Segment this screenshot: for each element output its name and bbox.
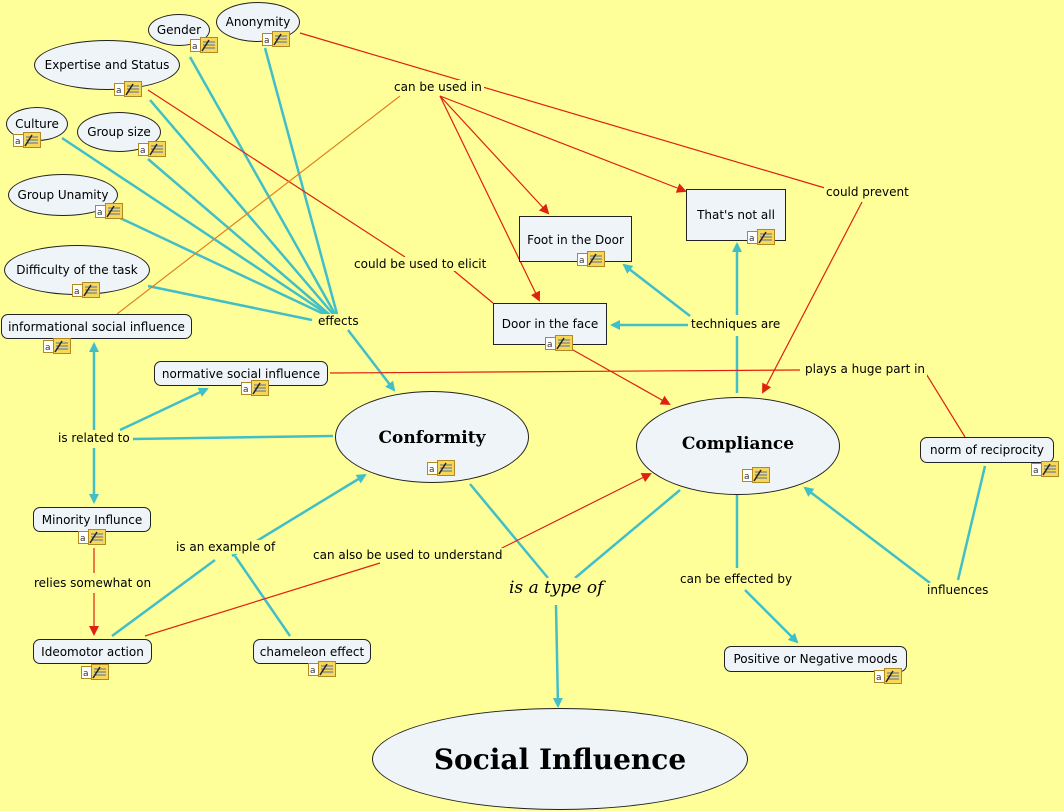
effects-links — [61, 47, 396, 392]
node-label: Culture — [15, 117, 59, 131]
note-icon[interactable]: a — [577, 251, 605, 268]
node-label: Group Unamity — [17, 188, 109, 202]
note-icon[interactable]: a — [78, 529, 106, 546]
svg-text:a: a — [429, 465, 435, 475]
link-label-techniques-are: techniques are — [689, 317, 783, 331]
svg-text:a: a — [83, 669, 89, 679]
note-icon[interactable]: a — [1031, 461, 1059, 478]
link-label-relies-somewhat-on: relies somewhat on — [32, 576, 154, 590]
svg-text:a: a — [97, 208, 103, 218]
node-label: Anonymity — [225, 15, 291, 29]
svg-text:a: a — [74, 287, 80, 297]
note-icon[interactable]: a — [13, 132, 41, 149]
link-label-can-be-effected-by: can be effected by — [678, 572, 795, 586]
svg-text:a: a — [579, 256, 585, 266]
node-label: Group size — [87, 125, 151, 139]
note-icon[interactable]: a — [747, 229, 775, 246]
node-informational-social-influence[interactable]: informational social influence — [1, 314, 192, 339]
note-icon[interactable]: a — [190, 37, 218, 54]
link-label-effects: effects — [316, 314, 361, 328]
svg-text:a: a — [243, 385, 249, 395]
node-label: Difficulty of the task — [16, 263, 138, 277]
note-icon[interactable]: a — [43, 338, 71, 355]
node-label: Door in the face — [501, 317, 599, 331]
svg-text:a: a — [310, 666, 316, 676]
node-foot-in-the-door[interactable]: Foot in the Door — [519, 216, 632, 262]
node-ideomotor-action[interactable]: Ideomotor action — [33, 639, 152, 664]
node-label: informational social influence — [8, 319, 185, 334]
link-label-could-be-used-to-elicit: could be used to elicit — [352, 257, 489, 271]
node-label: That's not all — [697, 208, 775, 222]
svg-text:a: a — [140, 146, 146, 156]
note-icon[interactable]: a — [308, 661, 336, 678]
note-icon[interactable]: a — [545, 335, 573, 352]
node-label: Expertise and Status — [44, 58, 170, 72]
note-icon[interactable]: a — [138, 141, 166, 158]
svg-text:a: a — [15, 137, 21, 147]
node-label: Gender — [156, 23, 202, 37]
link-label-is-related-to: is related to — [56, 431, 132, 445]
node-label: Minority Influnce — [41, 512, 143, 527]
node-gender[interactable]: Gender — [148, 14, 210, 46]
note-icon[interactable]: a — [114, 81, 142, 98]
node-anonymity[interactable]: Anonymity — [216, 2, 300, 42]
note-icon[interactable]: a — [72, 282, 100, 299]
link-label-can-be-used-in: can be used in — [392, 80, 484, 94]
node-label: Compliance — [681, 434, 795, 454]
link-label-could-prevent: could prevent — [824, 185, 911, 199]
node-label: Positive or Negative moods — [733, 652, 898, 666]
link-label-influences: influences — [925, 583, 991, 597]
node-label: Conformity — [378, 428, 486, 448]
svg-text:a: a — [1033, 466, 1039, 476]
node-chameleon-effect[interactable]: chameleon effect — [253, 639, 371, 664]
svg-text:a: a — [80, 534, 86, 544]
node-label: Ideomotor action — [41, 644, 144, 659]
node-difficulty-of-the-task[interactable]: Difficulty of the task — [4, 245, 150, 295]
node-label: Social Influence — [433, 742, 687, 776]
node-norm-of-reciprocity[interactable]: norm of reciprocity — [920, 437, 1054, 463]
node-normative-social-influence[interactable]: normative social influence — [154, 361, 328, 386]
node-minority-influnce[interactable]: Minority Influnce — [33, 507, 151, 532]
note-icon[interactable]: a — [742, 467, 770, 484]
note-icon[interactable]: a — [241, 380, 269, 397]
svg-text:a: a — [744, 472, 750, 482]
note-icon[interactable]: a — [427, 460, 455, 477]
note-icon[interactable]: a — [262, 31, 290, 48]
svg-text:a: a — [547, 340, 553, 350]
node-group-unamity[interactable]: Group Unamity — [8, 174, 118, 216]
node-label: Foot in the Door — [527, 233, 624, 247]
link-label-is-an-example-of: is an example of — [174, 540, 278, 554]
svg-text:a: a — [264, 36, 270, 46]
red-links — [89, 32, 966, 637]
link-label-plays-a-huge-part-in: plays a huge part in — [803, 362, 928, 376]
node-social-influence[interactable]: Social Influence — [372, 708, 748, 810]
link-label-is-a-type-of: is a type of — [507, 578, 606, 598]
node-expertise-and-status[interactable]: Expertise and Status — [34, 40, 180, 90]
svg-text:a: a — [749, 234, 755, 244]
node-compliance[interactable]: Compliance — [636, 397, 840, 495]
link-label-can-also-be-used-to-understand: can also be used to understand — [311, 548, 505, 562]
svg-text:a: a — [876, 673, 882, 683]
teal-links — [89, 242, 987, 708]
svg-text:a: a — [45, 343, 51, 353]
orange-link — [116, 95, 401, 315]
node-label: norm of reciprocity — [930, 443, 1044, 457]
svg-text:a: a — [116, 86, 122, 96]
node-label: chameleon effect — [259, 644, 365, 659]
node-label: normative social influence — [161, 366, 321, 381]
note-icon[interactable]: a — [81, 664, 109, 681]
svg-text:a: a — [192, 42, 198, 52]
note-icon[interactable]: a — [95, 203, 123, 220]
node-positive-or-negative-moods[interactable]: Positive or Negative moods — [724, 646, 907, 672]
note-icon[interactable]: a — [874, 668, 902, 685]
